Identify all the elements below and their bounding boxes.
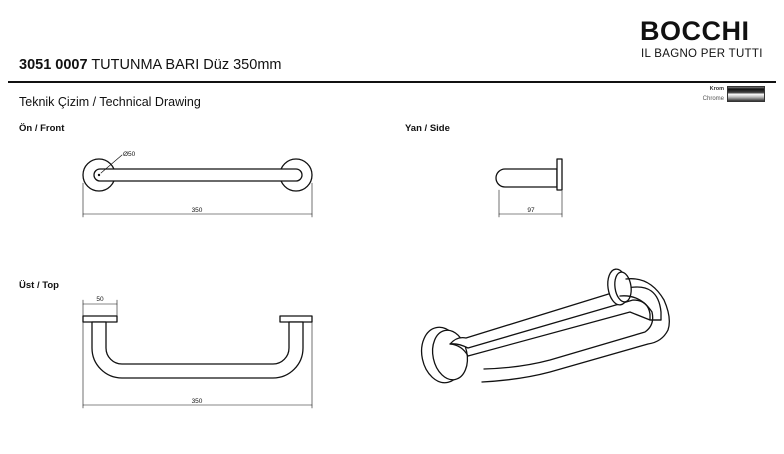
product-name: TUTUNMA BARI Düz 350mm bbox=[91, 57, 282, 73]
top-bar bbox=[91, 321, 304, 379]
top-view-drawing: 50 350 bbox=[82, 296, 313, 409]
brand-logo-text: BOCCHI bbox=[640, 16, 750, 46]
perspective-bar-lower-edge bbox=[449, 311, 662, 357]
front-view-label: Ön / Front bbox=[19, 123, 65, 134]
top-right-flange bbox=[279, 315, 313, 323]
finish-swatch bbox=[727, 86, 765, 102]
side-view-label: Yan / Side bbox=[405, 123, 450, 134]
finish-name-en: Chrome bbox=[702, 96, 724, 102]
top-left-flange bbox=[82, 315, 118, 323]
perspective-bar-outer-curve bbox=[481, 278, 670, 383]
perspective-view-drawing bbox=[420, 268, 670, 384]
top-flange-label: 50 bbox=[96, 296, 104, 303]
side-depth-label: 97 bbox=[527, 207, 535, 214]
product-title: 3051 0007 TUTUNMA BARI Düz 350mm bbox=[19, 58, 281, 73]
product-code: 3051 0007 bbox=[19, 57, 88, 73]
finish-name-tr: Krom bbox=[709, 86, 724, 92]
drawing-subtitle: Teknik Çizim / Technical Drawing bbox=[19, 95, 201, 109]
side-flange bbox=[556, 158, 563, 191]
front-diameter-leader bbox=[100, 154, 123, 174]
perspective-bar-inner-curve bbox=[483, 295, 654, 370]
front-diameter-label: Ø50 bbox=[123, 151, 136, 158]
side-bar bbox=[495, 168, 558, 188]
front-view-drawing: Ø50 350 bbox=[82, 151, 313, 218]
side-view-drawing: 97 bbox=[495, 158, 563, 218]
top-width-label: 350 bbox=[192, 398, 203, 405]
front-width-label: 350 bbox=[192, 207, 203, 214]
header-divider bbox=[8, 81, 776, 83]
front-center-mark bbox=[97, 173, 101, 177]
front-bar bbox=[93, 168, 303, 182]
top-view-label: Üst / Top bbox=[19, 280, 59, 291]
perspective-far-flange-face bbox=[614, 271, 632, 303]
brand-tagline: IL BAGNO PER TUTTI bbox=[641, 48, 763, 60]
